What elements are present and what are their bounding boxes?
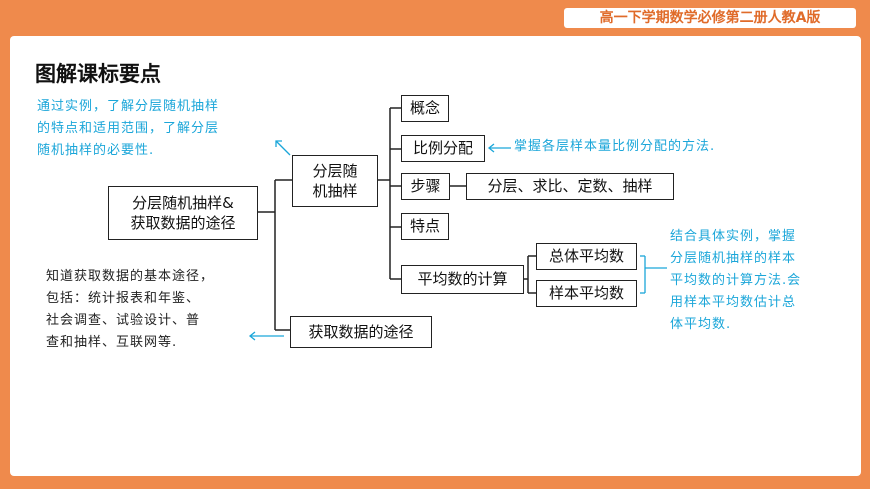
objective-note-data-ways: 知道获取数据的基本途径， 包括：统计报表和年鉴、 社会调查、试验设计、普 查和抽…: [46, 269, 215, 350]
page-title: 图解课标要点: [35, 62, 161, 86]
sample-mean-node: 样本平均数: [536, 280, 637, 307]
root-node: 分层随机抽样& 获取数据的途径: [108, 186, 258, 240]
features-node: 特点: [401, 213, 449, 240]
objective-note-stratified: 通过实例，了解分层随机抽样 的特点和适用范围，了解分层 随机抽样的必要性.: [37, 99, 220, 158]
concept-node: 概念: [401, 95, 449, 122]
objective-note-mean: 结合具体实例，掌握 分层随机抽样的样本 平均数的计算方法.会 用样本平均数估计总…: [670, 229, 802, 332]
ratio-allocation-node: 比例分配: [401, 135, 485, 162]
overall-mean-node: 总体平均数: [536, 243, 637, 270]
steps-detail-node: 分层、求比、定数、抽样: [466, 173, 674, 200]
series-label: 高一下学期数学必修第二册人教A版: [564, 8, 856, 28]
mean-calc-node: 平均数的计算: [401, 265, 524, 294]
stratified-sampling-node: 分层随 机抽样: [292, 155, 378, 207]
steps-node: 步骤: [401, 173, 450, 200]
data-ways-node: 获取数据的途径: [290, 316, 432, 348]
objective-note-ratio: 掌握各层样本量比例分配的方法.: [514, 139, 716, 154]
